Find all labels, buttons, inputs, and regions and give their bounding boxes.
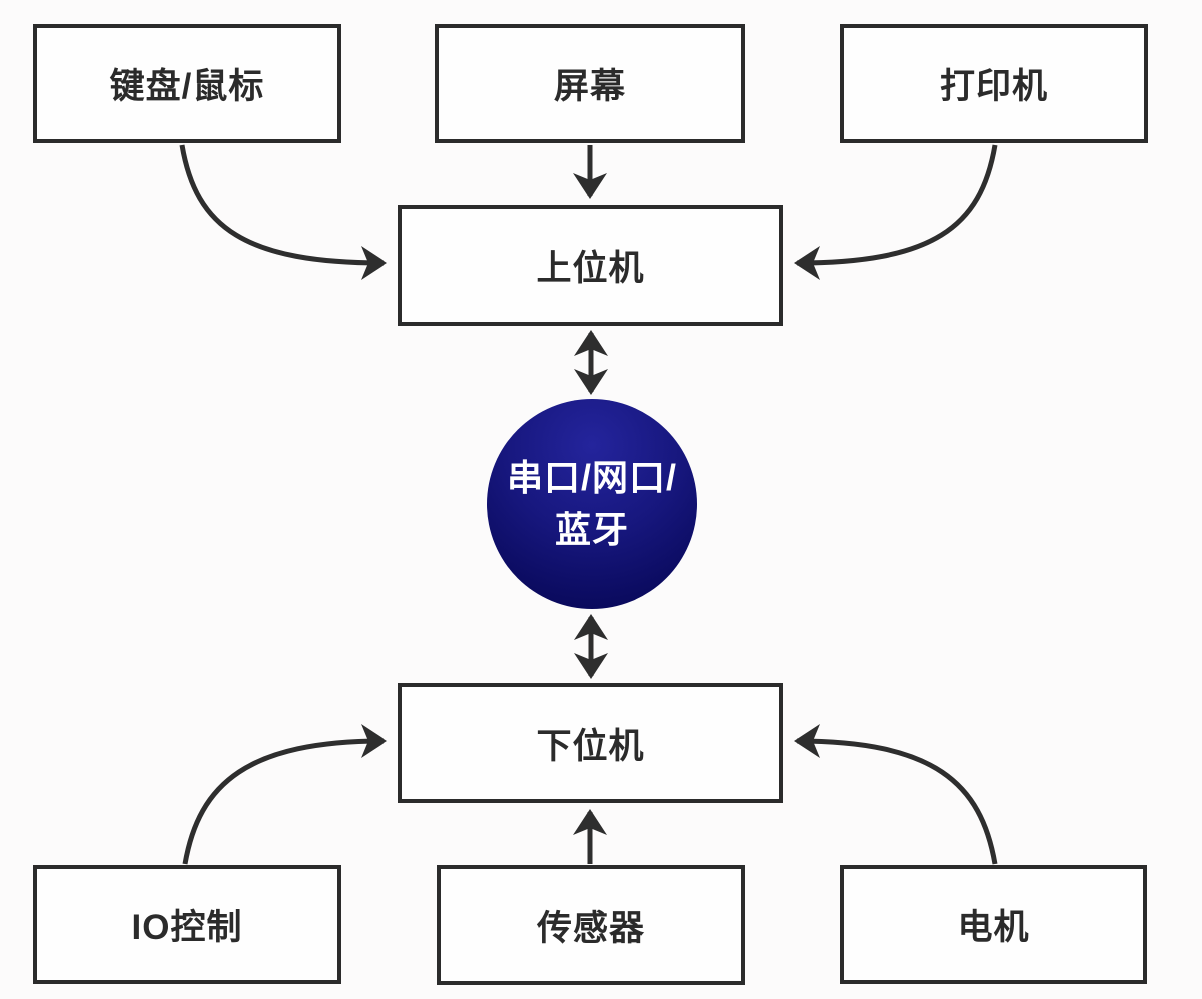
node-motor: 电机 xyxy=(840,865,1147,984)
node-motor-label: 电机 xyxy=(957,908,1030,947)
node-io-control-label: IO控制 xyxy=(131,908,243,947)
node-slave-computer: 下位机 xyxy=(398,683,783,803)
edge-motor-to-slave xyxy=(794,724,998,865)
edge-printer-to-host xyxy=(794,144,998,280)
node-printer-label: 打印机 xyxy=(939,67,1048,106)
node-keyboard-mouse-label: 键盘/鼠标 xyxy=(109,67,265,106)
node-keyboard-mouse: 键盘/鼠标 xyxy=(33,24,341,143)
node-screen: 屏幕 xyxy=(435,24,745,143)
hub-label-line2: 蓝牙 xyxy=(554,509,629,550)
node-sensor-label: 传感器 xyxy=(536,908,645,948)
hub-label-line1: 串口/网口/ xyxy=(506,456,677,498)
node-host-computer-label: 上位机 xyxy=(536,249,645,288)
node-slave-computer-label: 下位机 xyxy=(536,726,645,766)
node-sensor: 传感器 xyxy=(437,865,745,985)
edge-io-control-to-slave xyxy=(182,724,387,865)
node-printer: 打印机 xyxy=(840,24,1148,143)
node-screen-label: 屏幕 xyxy=(553,67,626,106)
node-host-computer: 上位机 xyxy=(398,205,783,326)
node-io-control: IO控制 xyxy=(33,865,341,984)
hub-circle-comm-links: 串口/网口/ 蓝牙 xyxy=(487,399,697,609)
edge-keyboard-mouse-to-host xyxy=(179,144,387,280)
